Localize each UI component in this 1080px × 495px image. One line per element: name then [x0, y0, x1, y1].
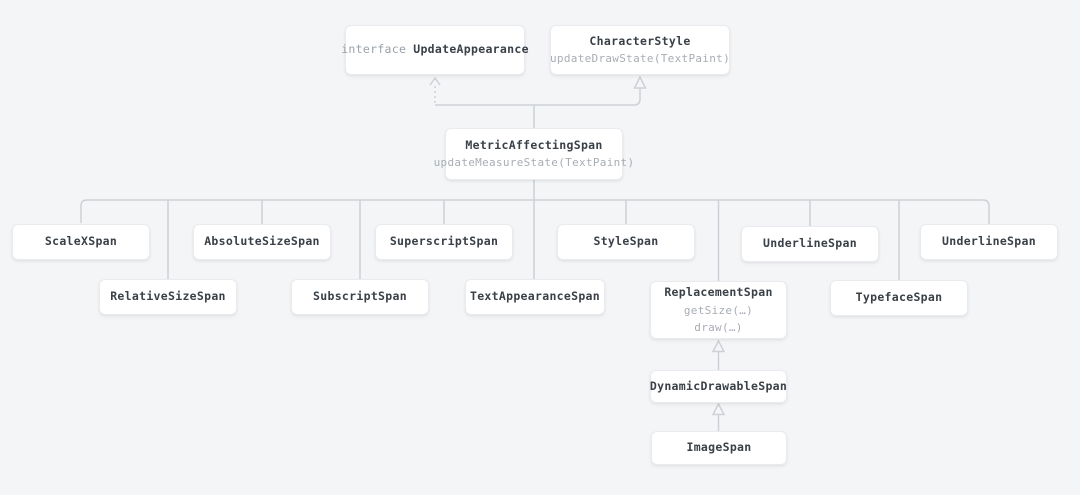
node-underline-span-1: UnderlineSpan — [741, 226, 879, 262]
node-subscript-span: SubscriptSpan — [291, 279, 429, 315]
node-title: interface UpdateAppearance — [341, 41, 529, 59]
class-name: ReplacementSpan — [664, 285, 773, 300]
extends-arrow-icon — [711, 339, 726, 353]
class-name: UpdateAppearance — [413, 42, 529, 57]
class-name: SuperscriptSpan — [389, 234, 499, 249]
node-replacement-span: ReplacementSpan getSize(…) draw(…) — [650, 281, 787, 339]
top-bus-line — [435, 88, 641, 106]
method-label: updateMeasureState(TextPaint) — [433, 156, 635, 170]
class-name: ImageSpan — [686, 440, 752, 455]
interface-keyword: interface — [341, 42, 407, 57]
class-name: MetricAffectingSpan — [465, 137, 603, 152]
class-name: TextAppearanceSpan — [469, 289, 601, 304]
class-name: AbsoluteSizeSpan — [204, 234, 320, 249]
implements-arrow-icon — [429, 76, 441, 86]
node-update-appearance: interface UpdateAppearance — [341, 25, 528, 75]
class-name: UnderlineSpan — [763, 236, 857, 251]
node-absolute-size-span: AbsoluteSizeSpan — [193, 224, 331, 260]
class-name: ScaleXSpan — [44, 234, 118, 249]
extends-arrow-icon — [633, 75, 647, 89]
class-name: CharacterStyle — [589, 33, 691, 48]
node-superscript-span: SuperscriptSpan — [375, 224, 513, 260]
class-name: DynamicDrawableSpan — [649, 378, 788, 393]
extends-arrow-icon — [711, 402, 726, 416]
method-label: draw(…) — [694, 320, 743, 334]
node-typeface-span: TypefaceSpan — [830, 280, 968, 316]
node-character-style: CharacterStyle updateDrawState(TextPaint… — [550, 25, 730, 75]
class-name: SubscriptSpan — [313, 289, 407, 304]
class-name: TypefaceSpan — [855, 290, 943, 305]
class-name: StyleSpan — [593, 234, 659, 249]
node-text-appearance-span: TextAppearanceSpan — [465, 279, 605, 315]
node-metric-affecting-span: MetricAffectingSpan updateMeasureState(T… — [434, 128, 634, 180]
method-label: updateDrawState(TextPaint) — [550, 52, 730, 66]
node-underline-span-2: UnderlineSpan — [920, 224, 1058, 260]
edge-children-bus — [80, 180, 990, 281]
node-scale-x-span: ScaleXSpan — [12, 224, 150, 260]
children-bus-line — [80, 199, 990, 224]
edge-metricaffectingspan-parents — [429, 75, 647, 128]
class-name: UnderlineSpan — [942, 234, 1036, 249]
edge-replacementspan-chain — [711, 339, 726, 431]
method-label: getSize(…) — [683, 303, 754, 317]
node-image-span: ImageSpan — [651, 431, 787, 465]
node-style-span: StyleSpan — [557, 224, 695, 260]
node-dynamic-drawable-span: DynamicDrawableSpan — [650, 370, 787, 403]
node-relative-size-span: RelativeSizeSpan — [99, 279, 237, 315]
class-name: RelativeSizeSpan — [110, 289, 226, 304]
